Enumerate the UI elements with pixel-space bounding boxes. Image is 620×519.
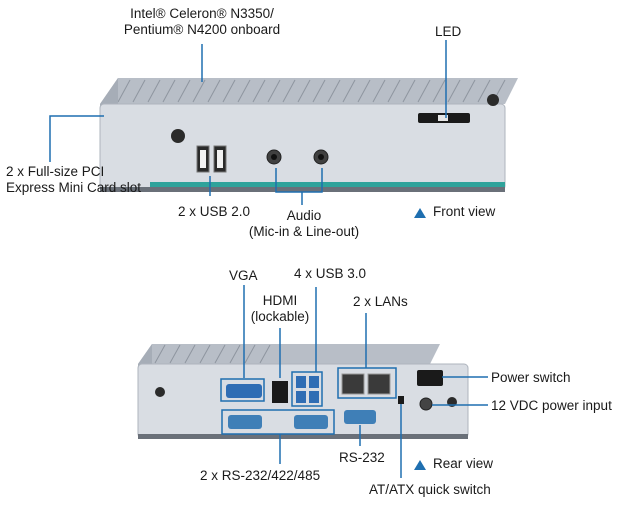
led-label: LED [435,24,462,39]
front-device-top [100,78,518,104]
rear-view-triangle-icon [414,460,426,470]
rear-view-label: Rear view [433,456,494,471]
power-input-label: 12 VDC power input [491,398,612,413]
cpu-label: Intel® Celeron® N3350/ Pentium® N4200 on… [104,6,300,38]
pci-label: 2 x Full-size PCI Express Mini Card slot [6,164,141,196]
audio-label-line-1: Audio [286,208,322,223]
pci-label-line-2: Express Mini Card slot [6,180,142,195]
vga-label: VGA [229,268,258,283]
audio-label: Audio (Mic-in & Line-out) [240,208,368,240]
front-view-label: Front view [433,204,496,219]
at-atx-label: AT/ATX quick switch [369,482,491,497]
hdmi-label: HDMI (lockable) [248,293,312,325]
cpu-label-line-1: Intel® Celeron® N3350/ [130,6,274,21]
audio-label-line-2: (Mic-in & Line-out) [248,224,360,239]
power-switch-label: Power switch [491,370,571,385]
cpu-label-line-2: Pentium® N4200 onboard [123,22,281,37]
ant-connector-left [171,129,185,143]
usb2-label: 2 x USB 2.0 [178,204,251,219]
front-view-triangle-icon [414,208,426,218]
rs232-label: RS-232 [339,450,385,465]
usb3-label: 4 x USB 3.0 [294,266,367,281]
pci-label-line-1: 2 x Full-size PCI [6,164,105,179]
hdmi-label-line-1: HDMI [262,293,298,308]
lans-label: 2 x LANs [353,294,408,309]
rs-multi-label: 2 x RS-232/422/485 [200,468,321,483]
hdmi-label-line-2: (lockable) [250,309,310,324]
ant-connector-right [487,94,499,106]
